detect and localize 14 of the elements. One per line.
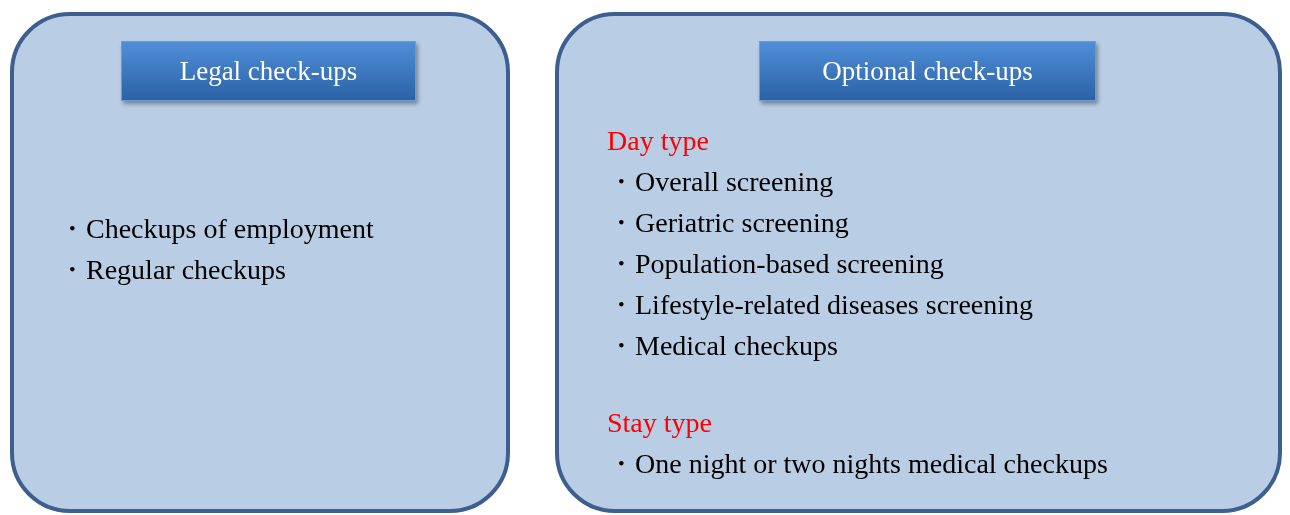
list-item: ・Regular checkups <box>58 253 287 287</box>
section-heading: Stay type <box>607 406 713 440</box>
list-item: ・Geriatric screening <box>607 206 850 240</box>
section-heading: Day type <box>607 124 710 158</box>
list-item: ・Checkups of employment <box>58 212 374 246</box>
list-item: ・Population-based screening <box>607 247 945 281</box>
list-item: ・Overall screening <box>607 165 835 199</box>
list-item: ・One night or two nights medical checkups <box>607 447 1108 481</box>
rounded-panel <box>10 12 510 513</box>
rounded-panel <box>555 12 1282 513</box>
title-box: Optional check-ups <box>759 41 1096 101</box>
list-item: ・Medical checkups <box>607 329 839 363</box>
title-box: Legal check-ups <box>121 41 416 101</box>
list-item: ・Lifestyle-related diseases screening <box>607 288 1035 322</box>
